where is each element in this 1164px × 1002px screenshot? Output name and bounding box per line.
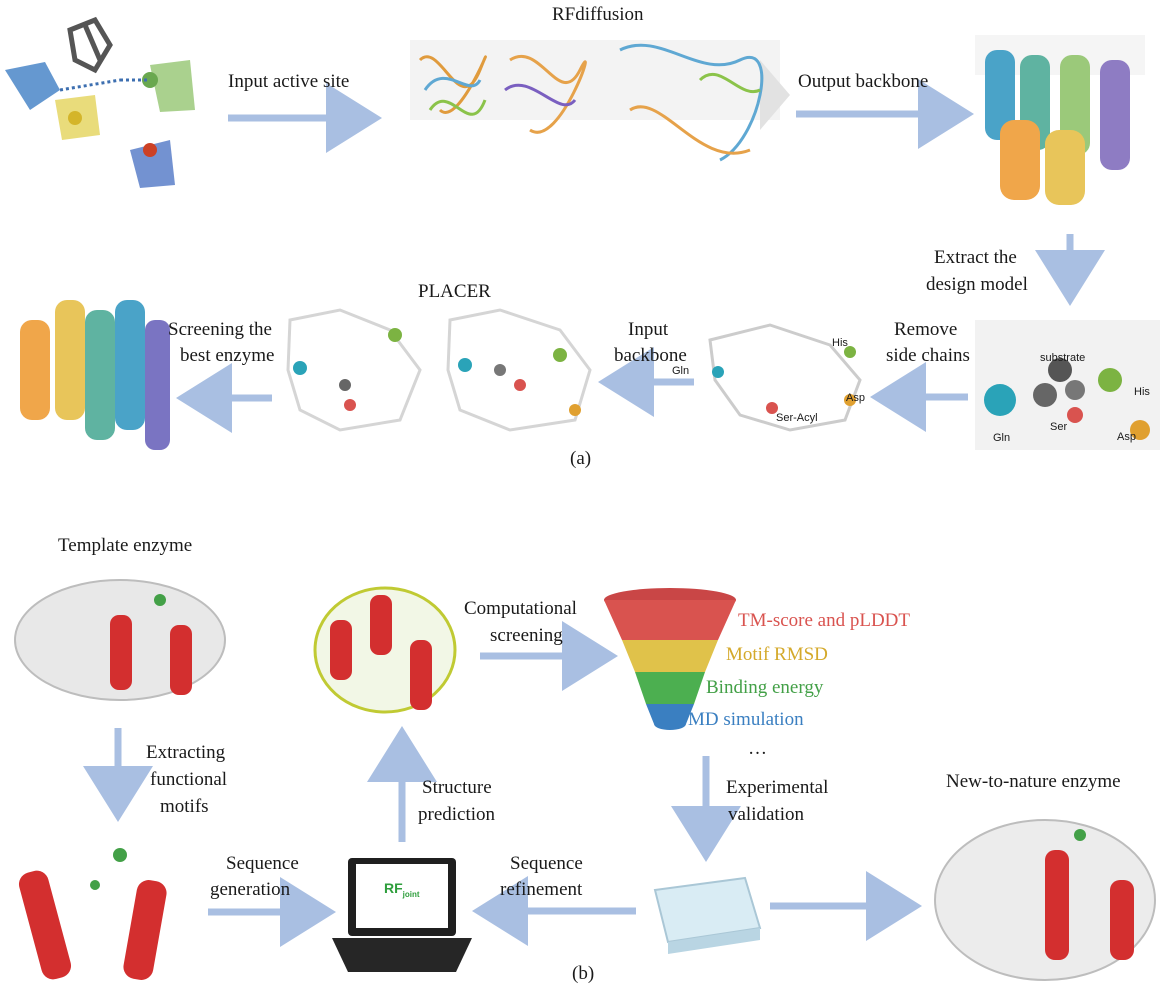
residue-label-asp-backbone: Asp [846,392,865,404]
label-seq-gen-line2: generation [210,879,291,900]
screening-funnel [604,588,736,730]
label-seq-gen-line1: Sequence [226,853,299,874]
label-extracting-line3: motifs [160,796,209,817]
rfdiffusion-title: RFdiffusion [552,4,644,25]
residue-label-substrate: substrate [1040,352,1086,364]
residue-label-ser-model: Ser [1050,421,1068,433]
laptop-rfjoint [332,858,472,972]
funnel-ellipsis: … [748,738,767,759]
label-seq-refinement-line1: Sequence [510,853,583,874]
label-seq-refinement-line2: refinement [500,879,583,900]
label-structure-prediction-line1: Structure [422,777,492,798]
label-extract-line2: design model [926,274,1028,295]
residue-label-asp-model: Asp [1117,431,1136,443]
new-to-nature-title: New-to-nature enzyme [946,771,1121,792]
label-screening-line1: Screening the [168,319,272,340]
functional-motifs-structure [18,848,167,980]
label-structure-prediction-line2: prediction [418,804,496,825]
label-extracting-line1: Extracting [146,742,226,763]
predicted-structure [313,586,457,714]
new-to-nature-enzyme-structure [934,819,1156,981]
label-input-backbone-line1: Input [628,319,669,340]
template-enzyme-structure [14,579,226,701]
label-exp-validation-line2: validation [728,804,804,825]
funnel-level-md-simulation: MD simulation [688,709,804,730]
rfdiffusion-backbone-series [410,40,790,162]
residue-label-his-backbone: His [832,337,848,349]
label-extract-line1: Extract the [934,247,1017,268]
residue-label-ser-acyl: Ser-Acyl [776,412,818,424]
residue-label-gln-model: Gln [993,432,1011,444]
residue-label-gln-backbone: Gln [672,365,690,377]
panel-a-label: (a) [570,448,592,469]
placer-structures [286,308,592,432]
label-input-backbone-line2: backbone [614,345,687,366]
template-enzyme-title: Template enzyme [58,535,193,556]
placer-title: PLACER [418,281,491,302]
label-comp-screening-line2: screening [490,625,563,646]
label-output-backbone: Output backbone [798,71,929,92]
label-exp-validation-line1: Experimental [726,777,829,798]
funnel-level-binding-energy: Binding energy [706,677,824,698]
laptop-screen-text: RFjoint [384,880,420,899]
design-model-closeup [975,320,1160,450]
label-comp-screening-line1: Computational [464,598,577,619]
residue-label-his-model: His [1134,386,1150,398]
label-extracting-line2: functional [150,769,228,790]
funnel-level-tm-score: TM-score and pLDDT [738,610,911,631]
label-input-active-site: Input active site [228,71,350,92]
output-backbone-structure [975,35,1145,205]
well-plate [653,876,762,954]
stripped-backbone [708,323,862,432]
active-site-illustration [5,16,195,188]
best-enzyme-structure [20,300,170,450]
funnel-level-motif-rmsd: Motif RMSD [726,644,828,665]
label-screening-line2: best enzyme [180,345,275,366]
label-remove-line1: Remove [894,319,958,340]
panel-b-label: (b) [572,963,595,984]
label-remove-line2: side chains [886,345,970,366]
